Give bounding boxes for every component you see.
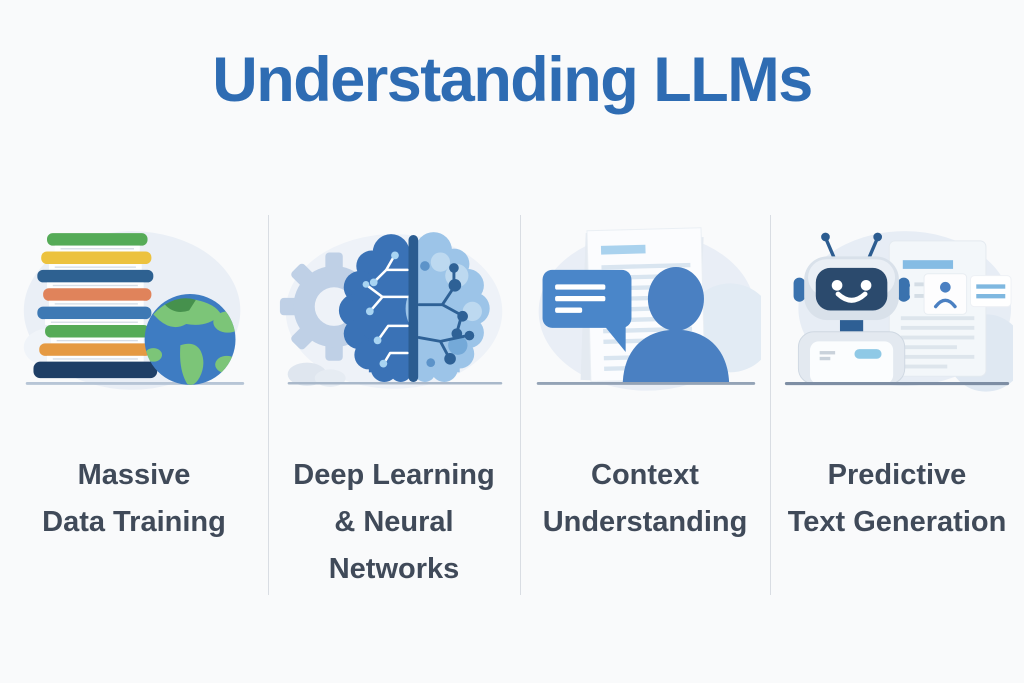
robot-eye	[831, 280, 843, 291]
note-card	[969, 275, 1012, 308]
ground-line	[287, 381, 503, 385]
chat-person-icon	[529, 216, 761, 402]
feature-label: Predictive Text Generation	[787, 459, 1007, 538]
robot-smile	[835, 291, 868, 303]
left-circuit-lines	[365, 255, 409, 364]
robot-documents-icon	[781, 216, 1013, 402]
column-divider	[770, 215, 771, 595]
gear-brain-icon	[278, 216, 510, 402]
id-card	[923, 273, 968, 315]
feature-label: Deep Learning & Neural Networks	[293, 459, 495, 585]
globe	[144, 294, 236, 385]
feature-column-deep-learning: Deep Learning & Neural Networks	[268, 210, 520, 593]
column-divider	[268, 215, 269, 595]
page-title: Understanding LLMs	[212, 45, 813, 115]
ground-line	[25, 381, 245, 385]
ground-line	[536, 381, 756, 385]
feature-column-massive-data: Massive Data Training	[0, 210, 268, 593]
feature-label: Context Understanding	[542, 459, 748, 538]
feature-label: Massive Data Training	[42, 459, 226, 538]
brain-divider-bar	[408, 235, 419, 382]
person-silhouette	[622, 266, 730, 382]
robot	[793, 232, 910, 385]
speech-bubble	[542, 269, 632, 353]
robot-eye	[860, 280, 872, 291]
robot-ear-right	[897, 277, 910, 302]
robot-face	[815, 267, 888, 311]
feature-column-context: Context Understanding	[520, 210, 770, 593]
robot-neck	[839, 320, 864, 333]
ground-line	[784, 381, 1010, 386]
book-stack	[33, 233, 158, 379]
feature-column-predictive: Predictive Text Generation	[770, 210, 1024, 593]
column-divider	[520, 215, 521, 595]
feature-columns: Massive Data Training	[0, 210, 1024, 593]
robot-ear-left	[793, 277, 806, 302]
books-globe-icon	[18, 216, 250, 402]
